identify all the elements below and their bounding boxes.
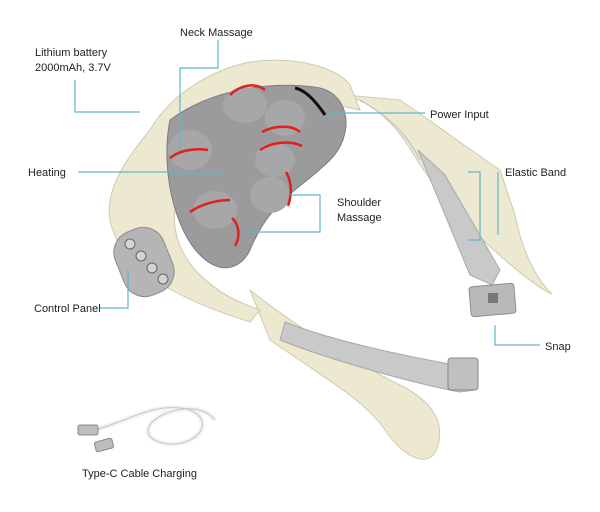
power-input-label: Power Input	[430, 109, 489, 121]
massager-body	[108, 59, 361, 323]
elastic-band-label: Elastic Band	[505, 167, 567, 179]
cable-charging-label: Type-C Cable Charging	[82, 468, 197, 480]
motion-arrows	[169, 84, 303, 247]
battery-label-line2: 2000mAh, 3.7V	[35, 62, 111, 74]
control-panel-label: Control Panel	[34, 303, 101, 315]
elastic-band	[417, 149, 517, 318]
snap-label: Snap	[545, 341, 571, 353]
shoulder-label-line2: Massage	[337, 212, 382, 224]
strap-left	[248, 288, 479, 460]
battery-label-line1: Lithium battery	[35, 47, 108, 59]
control-panel	[113, 226, 175, 298]
type-c-cable-illustration	[77, 405, 217, 453]
leader-lines	[74, 40, 540, 346]
heating-label: Heating	[28, 167, 66, 179]
neck-massage-label: Neck Massage	[180, 27, 253, 39]
shoulder-label-line1: Shoulder	[337, 197, 382, 209]
